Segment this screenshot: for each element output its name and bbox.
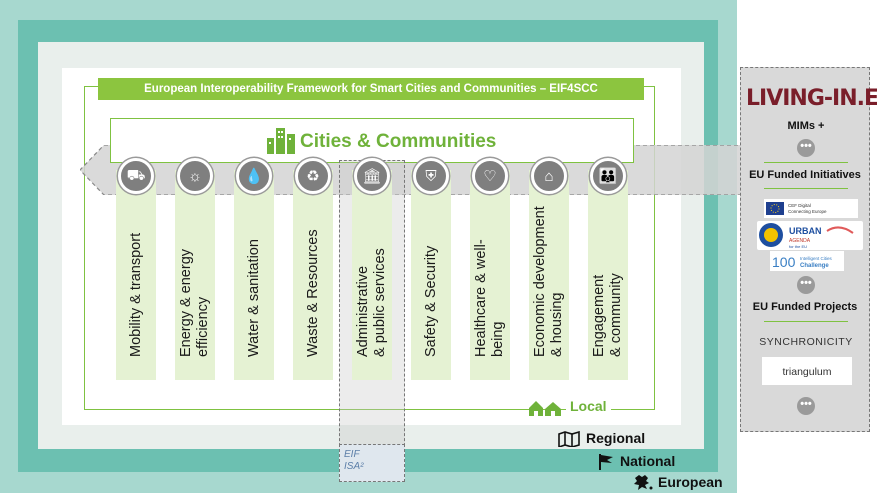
more-icon: •••	[797, 139, 815, 157]
heart-icon: ♡	[472, 158, 508, 194]
regional-level-label: Regional	[586, 430, 646, 446]
domain-label-line: Healthcare & well-	[473, 239, 489, 357]
domain-label-line: Safety & Security	[422, 245, 439, 357]
flag-icon	[599, 454, 613, 470]
house-icon: ⌂	[531, 158, 567, 194]
domain-label-line: & public services	[372, 248, 388, 357]
city-buildings-icon	[267, 128, 295, 154]
domain-label: Engagement& community	[588, 177, 628, 357]
domain-column	[588, 170, 628, 380]
domain-label: Administrative& public services	[352, 177, 392, 357]
domain-column	[411, 170, 451, 380]
local-level-label: Local	[566, 398, 611, 414]
framework-title: European Interoperability Framework for …	[98, 78, 644, 100]
isa-logo-text: ISA²	[344, 461, 364, 472]
panel-divider	[764, 321, 848, 322]
recycle-icon: ♻	[295, 158, 331, 194]
sun-icon: ☼	[177, 158, 213, 194]
domain-label: Safety & Security	[411, 177, 451, 357]
domain-label-line: Energy & energy	[178, 248, 194, 357]
svg-text:Intelligent Cities: Intelligent Cities	[800, 256, 833, 261]
domain-column	[175, 170, 215, 380]
cities-communities-box	[110, 118, 634, 163]
car-icon: ⛟	[118, 158, 154, 194]
domain-label: Water & sanitation	[234, 177, 274, 357]
shield-icon: ⛨	[413, 158, 449, 194]
domain-column	[529, 170, 569, 380]
domain-label-line: Administrative	[355, 265, 371, 357]
synchronicity-logo: SYNCHRONICITY	[759, 336, 853, 348]
eif-logo-text: EIF	[344, 449, 360, 460]
triangulum-logo-text: triangulum	[782, 366, 832, 378]
more-icon: •••	[797, 397, 815, 415]
domain-label-line: Mobility & transport	[127, 232, 144, 357]
svg-text:for the EU: for the EU	[789, 244, 807, 249]
svg-text:CEF Digital: CEF Digital	[788, 203, 811, 208]
mims-label: MIMs +	[787, 120, 825, 132]
europe-map-icon	[634, 475, 653, 490]
eif-isa-logo	[339, 444, 405, 482]
people-icon: 👪	[590, 158, 626, 194]
panel-divider	[764, 188, 848, 189]
urban-agenda-logo: URBAN AGENDA for the EU	[757, 221, 863, 250]
svg-text:Connecting Europe: Connecting Europe	[788, 209, 827, 214]
svg-text:100: 100	[772, 254, 796, 270]
domain-label-line: Waste & Resources	[304, 229, 321, 357]
domain-label-line: Water & sanitation	[245, 239, 262, 357]
triangulum-logo	[762, 357, 852, 385]
domain-column	[234, 170, 274, 380]
domain-label-line: being	[490, 321, 506, 357]
cities-communities-title: Cities & Communities	[300, 131, 497, 152]
eu-funded-initiatives-heading: EU Funded Initiatives	[749, 169, 861, 181]
water-drop-icon: 💧	[236, 158, 272, 194]
eu-funded-projects-heading: EU Funded Projects	[752, 301, 858, 313]
institution-icon: 🏛	[354, 158, 390, 194]
domain-label: Healthcare & well-being	[470, 177, 510, 357]
domain-label: Economic development& housing	[529, 177, 569, 357]
living-in-eu-logo: LIVING-IN.EU	[746, 86, 877, 111]
svg-text:URBAN: URBAN	[789, 226, 822, 236]
more-icon: •••	[797, 276, 815, 294]
intelligent-cities-challenge-logo: 100 Intelligent Cities Challenge	[770, 251, 844, 271]
domain-column	[116, 170, 156, 380]
domain-label-line: Economic development	[532, 206, 548, 357]
domain-label: Waste & Resources	[293, 177, 333, 357]
domain-label-line: Engagement	[591, 274, 607, 357]
domain-label-line: & community	[608, 273, 624, 357]
houses-icon	[529, 401, 561, 416]
domain-column	[352, 170, 392, 380]
domain-column	[293, 170, 333, 380]
domain-label-line: & housing	[549, 292, 565, 358]
national-level-label: National	[620, 453, 676, 469]
svg-text:Challenge: Challenge	[800, 263, 829, 269]
cef-digital-logo: CEF Digital Connecting Europe	[764, 199, 858, 218]
european-level-label: European	[658, 474, 723, 490]
domain-column	[470, 170, 510, 380]
domain-label: Mobility & transport	[116, 177, 156, 357]
svg-text:AGENDA: AGENDA	[789, 238, 811, 244]
panel-divider	[764, 162, 848, 163]
map-icon	[558, 431, 580, 447]
domain-label-line: efficiency	[195, 296, 211, 357]
